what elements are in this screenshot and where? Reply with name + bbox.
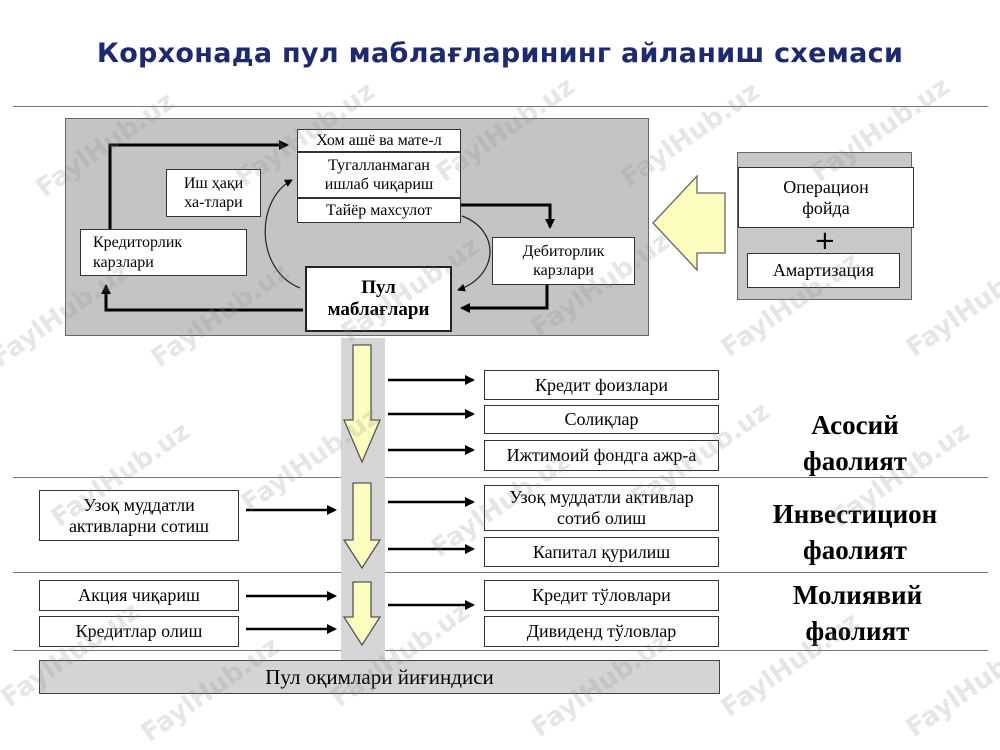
receivables-to-cash-arrow xyxy=(460,285,549,313)
receivables-box: Дебиторлик карзлари xyxy=(492,237,635,285)
wages-box: Иш ҳақи ха-тлари xyxy=(166,169,261,217)
investing-outflow-1: Узоқ муддатли активлар сотиб олиш xyxy=(484,485,719,531)
cash-to-wip-curve xyxy=(264,179,301,289)
goods-to-receivables-arrow xyxy=(461,203,555,229)
investing-down-arrow xyxy=(342,482,382,570)
operating-outflow-3: Ижтимоий фондга ажр-а xyxy=(484,440,719,471)
investing-outflow-2: Капитал қурилиш xyxy=(484,537,719,567)
cash-to-payables-arrow xyxy=(101,284,303,312)
operating-divider xyxy=(13,477,988,478)
financing-label: Молиявий фаолият xyxy=(792,580,923,647)
top-divider xyxy=(13,106,988,107)
sources-inflow-arrow xyxy=(652,174,726,272)
payables-to-materials-arrow xyxy=(108,140,289,229)
financing-inflow-1: Акция чиқариш xyxy=(39,580,239,611)
amortization-box: Амартизация xyxy=(747,253,900,288)
operating-profit-box: Операцион фойда xyxy=(738,167,914,228)
investing-inflow: Узоқ муддатли активларни сотиш xyxy=(39,490,239,541)
investing-label: Инвестицион фаолият xyxy=(772,499,938,566)
work-in-progress-box: Тугалланмаган ишлаб чиқариш xyxy=(297,152,461,198)
operating-down-arrow xyxy=(343,344,381,464)
page-title: Корхонада пул маблағларининг айланиш схе… xyxy=(96,38,904,69)
payables-box: Кредиторлик карзлари xyxy=(80,229,247,276)
financing-down-arrow xyxy=(342,581,382,647)
cash-box: Пул маблағлари xyxy=(305,266,452,332)
operating-outflow-1: Кредит фоизлари xyxy=(484,370,719,400)
financing-divider xyxy=(13,650,988,651)
plus-sign: + xyxy=(814,226,836,256)
goods-to-cash-curve xyxy=(457,215,491,292)
investing-divider xyxy=(13,572,988,573)
raw-materials-box: Хом ашё ва мате-л xyxy=(297,129,461,152)
financing-inflow-2: Кредитлар олиш xyxy=(39,616,239,647)
operating-outflow-2: Солиқлар xyxy=(484,405,719,434)
finished-goods-box: Тайёр махсулот xyxy=(297,198,461,223)
financing-outflow-1: Кредит тўловлари xyxy=(484,580,719,611)
total-cash-flow-bar: Пул оқимлари йиғиндиси xyxy=(39,660,720,694)
operating-label: Асосий фаолият xyxy=(803,410,907,477)
financing-outflow-2: Дивиденд тўловлар xyxy=(484,616,719,647)
